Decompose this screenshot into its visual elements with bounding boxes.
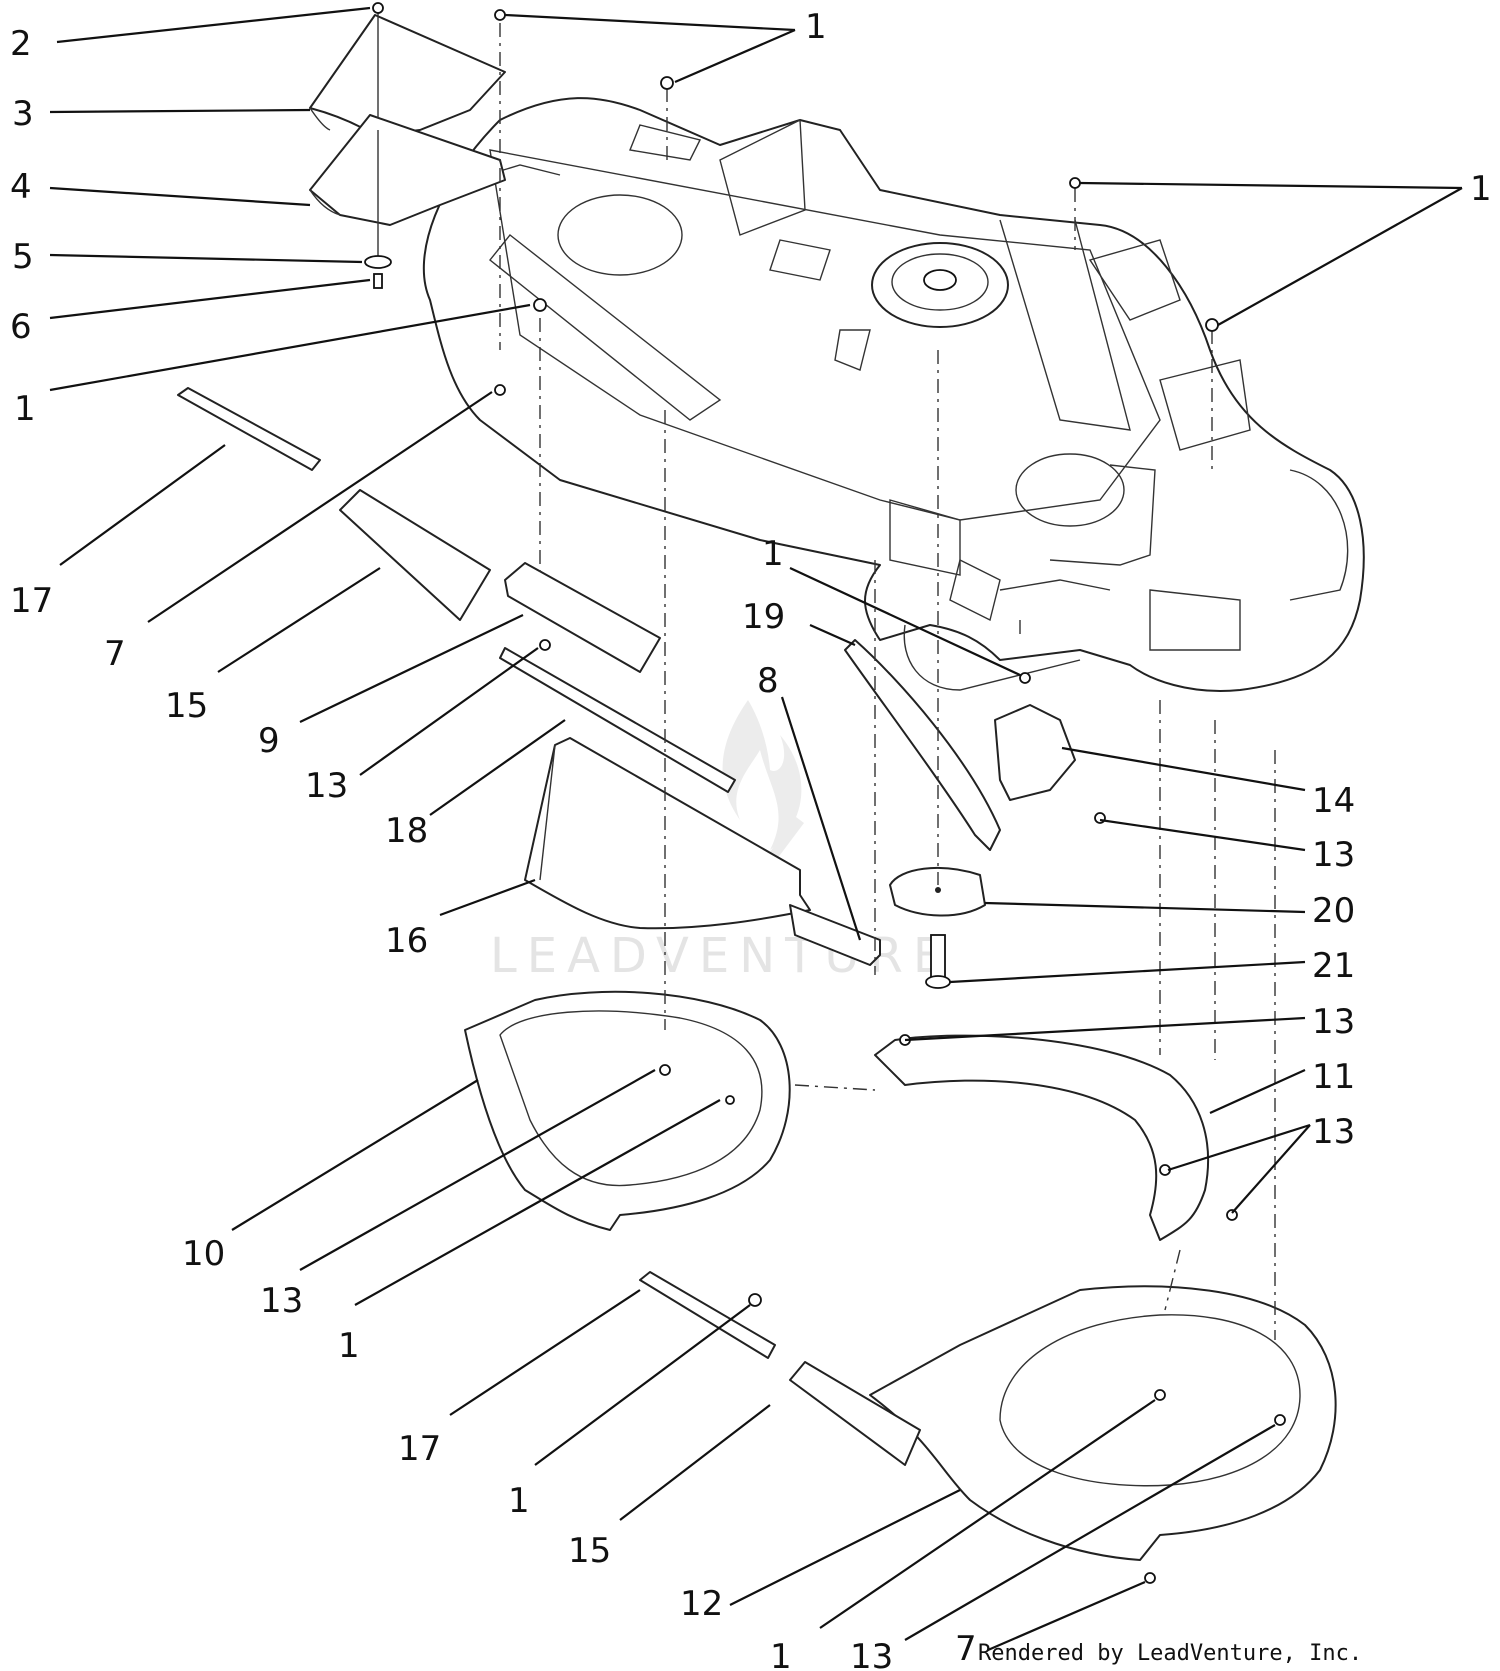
callout-1-top: 1 (805, 7, 827, 47)
callout-9: 9 (258, 721, 280, 761)
callout-1-top-right: 1 (1470, 169, 1492, 209)
bolt-part-21 (925, 934, 951, 989)
baffle-part-19 (844, 639, 1001, 851)
callout-6: 6 (10, 307, 32, 347)
callout-1-bottom: 1 (770, 1637, 792, 1671)
baffle-part-17-upper (177, 387, 321, 471)
blade-shield-part-10 (464, 990, 791, 1231)
callout-10: 10 (182, 1234, 225, 1274)
blade-shield-part-11 (874, 1034, 1209, 1241)
callout-15-upper: 15 (165, 686, 208, 726)
right-spindle-opening (1015, 453, 1125, 527)
watermark-text: LEADVENTURE (490, 928, 953, 984)
callout-21: 21 (1312, 946, 1355, 986)
callout-13-lower-left: 13 (260, 1281, 303, 1321)
washer-part-20 (889, 866, 986, 917)
fastener-markers (494, 9, 1286, 1584)
callout-13-right-a: 13 (1312, 835, 1355, 875)
callout-17-upper: 17 (10, 581, 53, 621)
callout-20: 20 (1312, 891, 1355, 931)
callout-15-lower: 15 (568, 1531, 611, 1571)
callout-13-right-b: 13 (1312, 1002, 1355, 1042)
callout-5: 5 (12, 237, 34, 277)
callout-1-mid: 1 (762, 534, 784, 574)
render-credit: Rendered by LeadVenture, Inc. (978, 1641, 1362, 1666)
callout-7-bottom: 7 (955, 1629, 977, 1669)
baffle-part-18 (499, 647, 736, 793)
callout-19: 19 (742, 597, 785, 637)
callout-18: 18 (385, 811, 428, 851)
callout-1-lower-left: 1 (338, 1326, 360, 1366)
callout-labels: 2 3 4 5 6 1 1 1 17 7 15 9 13 18 16 1 19 … (10, 7, 1492, 1671)
callout-11: 11 (1312, 1057, 1355, 1097)
belt-cover-bracket-part-4 (309, 114, 506, 226)
callout-8: 8 (757, 661, 779, 701)
callout-3: 3 (12, 94, 34, 134)
alignment-center-lines (499, 23, 1276, 1340)
callout-17-lower: 17 (398, 1429, 441, 1469)
callout-13-left-upper: 13 (305, 766, 348, 806)
callout-16: 16 (385, 921, 428, 961)
blade-shield-part-12 (869, 1285, 1337, 1561)
callout-1-left: 1 (14, 389, 36, 429)
callout-4: 4 (10, 167, 32, 207)
baffle-part-9 (504, 562, 661, 673)
flame-logo-mark (722, 700, 802, 850)
baffle-part-14 (994, 704, 1076, 801)
callout-2: 2 (10, 24, 32, 64)
belt-cover-part-3 (309, 14, 506, 136)
callout-12: 12 (680, 1584, 723, 1624)
callout-13-bottom: 13 (850, 1637, 893, 1671)
callout-1-lower: 1 (508, 1481, 530, 1521)
baffle-part-15-upper (339, 489, 491, 621)
callout-7-upper: 7 (104, 634, 126, 674)
callout-14: 14 (1312, 781, 1355, 821)
leader-lines (49, 6, 1463, 1652)
belt-cover-hardware (364, 2, 392, 289)
baffle-part-17-lower (639, 1271, 776, 1359)
left-spindle-opening (557, 194, 683, 276)
baffle-part-15-lower (789, 1361, 921, 1466)
callout-13-right-c: 13 (1312, 1112, 1355, 1152)
mower-deck-housing (422, 97, 1365, 692)
